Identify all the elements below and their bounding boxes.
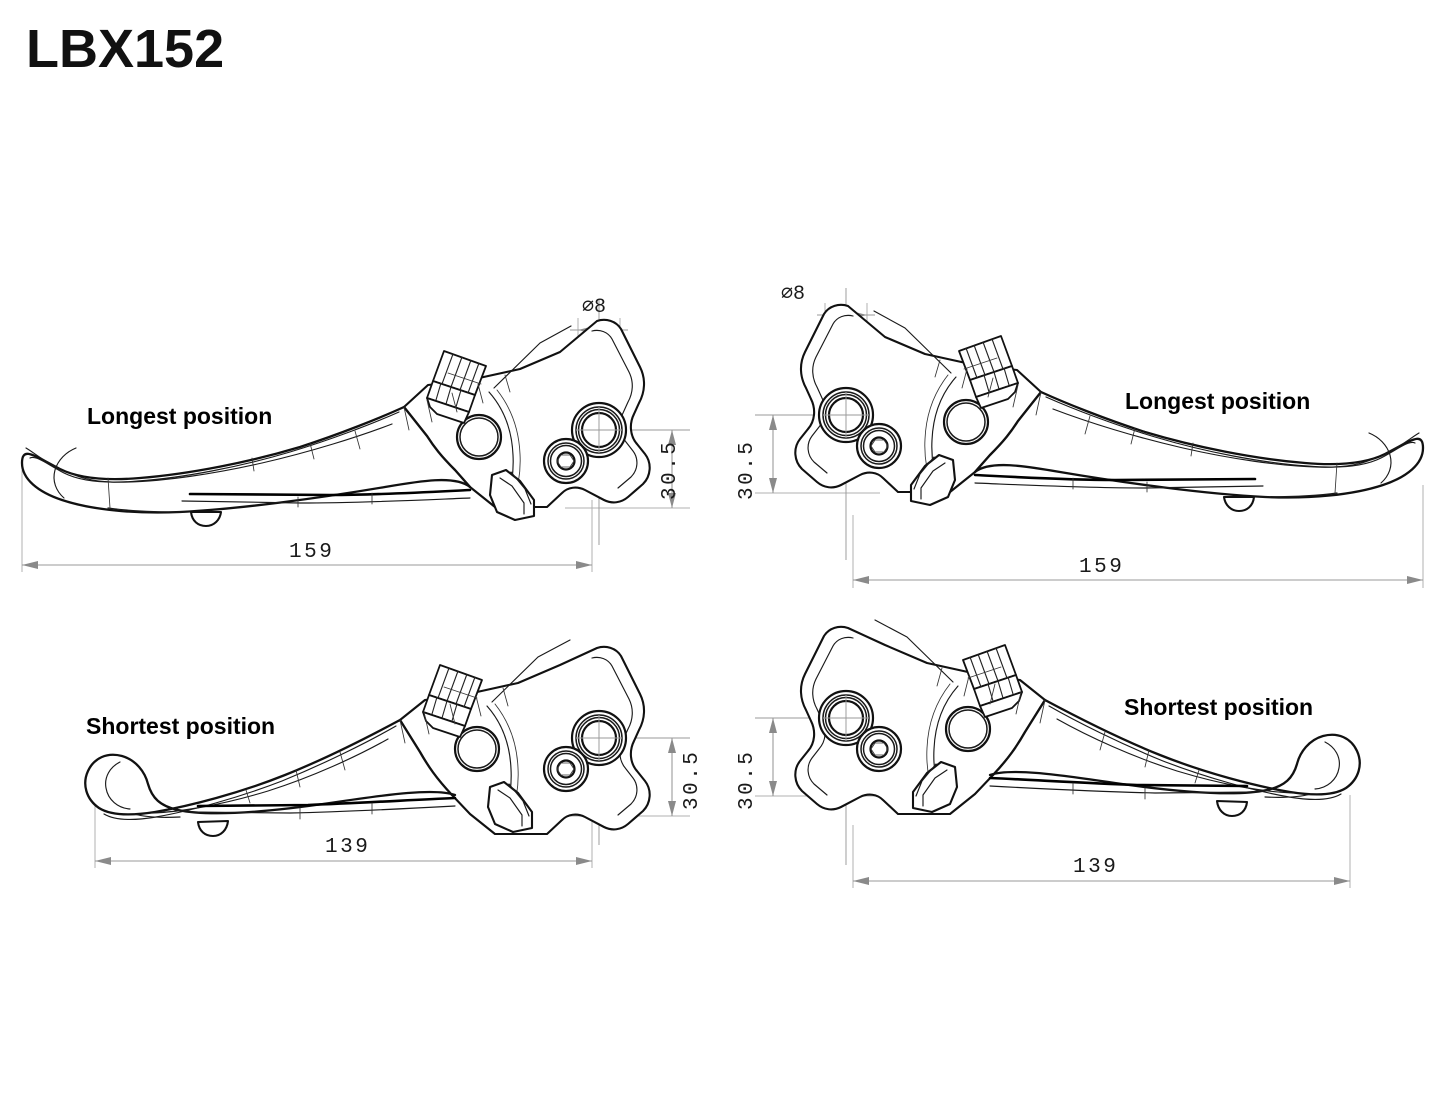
dimension-diameter-8-left: ⌀8	[582, 296, 607, 319]
blade-slot-line	[188, 488, 472, 497]
blade-slot-line-2	[187, 805, 456, 814]
label-longest-position-right: Longest position	[1125, 388, 1311, 414]
label-longest-position-left: Longest position	[87, 403, 273, 429]
blade-underside-bump	[1222, 495, 1256, 513]
blade-inner-line	[1056, 718, 1294, 794]
lever-boss-outer	[453, 725, 501, 773]
dimension-159-right: 159	[1079, 556, 1125, 579]
blade-bottom-edge	[1264, 793, 1312, 798]
blade-top-contour	[29, 411, 400, 483]
lever-boss-inner	[457, 729, 497, 769]
blade-inner-line	[69, 423, 393, 483]
perch-inner-contour	[807, 314, 854, 474]
dimension-139-right: 139	[1073, 856, 1119, 879]
blade-slot-line	[973, 473, 1257, 482]
lever-boss-outer	[944, 705, 992, 753]
dim-139-right-group	[852, 795, 1351, 888]
latch-tab	[488, 468, 536, 522]
dimension-diameter-8-right: ⌀8	[781, 283, 806, 306]
latch-tab-inner-2	[510, 471, 532, 505]
adjuster-hub-ring3	[549, 752, 583, 786]
dimension-159-left: 159	[289, 541, 335, 564]
latch-tab	[909, 453, 957, 507]
lever-top-right	[755, 288, 1425, 588]
blade-top-contour	[1048, 705, 1342, 800]
lever-blade	[973, 390, 1425, 499]
hex-socket-facet	[556, 454, 575, 468]
blade-tip-curve	[1368, 432, 1392, 484]
page-title: LBX152	[26, 19, 225, 79]
adjuster-knob	[962, 644, 1023, 718]
latch-tab-inner	[920, 462, 946, 500]
lever-boss-outer	[455, 413, 503, 461]
latch-tab-inner	[497, 789, 523, 827]
blade-top-contour	[103, 725, 397, 820]
perch-fold-line	[493, 325, 572, 389]
blade-underside-bump	[196, 819, 230, 838]
hex-socket-facet	[556, 762, 575, 776]
blade-bottom-edge	[107, 507, 186, 513]
blade-tip-curve	[105, 761, 131, 810]
hex-socket-facet	[870, 742, 889, 756]
blade-slot-line	[196, 796, 457, 808]
adjuster-hub-ring3	[862, 429, 896, 463]
lever-blade	[20, 405, 472, 514]
dimension-305-bottom-right: 30.5	[736, 749, 759, 810]
perch-fold-line	[491, 639, 571, 703]
blade-slot-line-2	[974, 482, 1264, 489]
label-shortest-position-right: Shortest position	[1124, 694, 1314, 720]
adjuster-hub-ring2	[547, 750, 585, 788]
blade-inner-line	[151, 738, 389, 814]
latch-tab-inner	[922, 769, 948, 807]
lever-boss-inner	[946, 402, 986, 442]
lever-boss-inner	[948, 709, 988, 749]
latch-tab-inner-2	[915, 763, 937, 797]
dim-159-left-group	[21, 470, 593, 572]
blade-tip-curve	[53, 447, 77, 499]
blade-bottom-edge	[1259, 492, 1338, 498]
lever-bottom-right	[755, 619, 1361, 888]
blade-slot-line	[988, 776, 1249, 788]
adjuster-hub-ring2	[547, 442, 585, 480]
adjuster-knob	[426, 350, 487, 424]
perch-fold-line	[874, 619, 954, 683]
label-shortest-position-left: Shortest position	[86, 713, 276, 739]
blade-inner-line	[1052, 408, 1376, 468]
lever-boss-inner	[459, 417, 499, 457]
latch-tab-inner-2	[913, 456, 935, 490]
latch-tab-inner	[499, 477, 525, 515]
adjuster-hub-ring2	[860, 730, 898, 768]
perch-fold-line	[873, 310, 952, 374]
blade-tip-curve	[1314, 741, 1340, 790]
latch-tab-inner-2	[508, 783, 530, 817]
blade-underside-bump	[1215, 799, 1249, 818]
blade-slot-line-2	[181, 497, 471, 504]
latch-tab	[486, 780, 534, 834]
perch-inner-contour	[591, 329, 638, 489]
adjuster-knob	[422, 664, 483, 738]
blade-bottom-edge	[133, 813, 181, 818]
adjuster-hub-ring2	[860, 427, 898, 465]
adjuster-hub-ring3	[549, 444, 583, 478]
lever-bottom-left	[84, 639, 690, 868]
lever-top-left	[20, 300, 690, 572]
adjuster-hub-ring3	[862, 732, 896, 766]
adjuster-knob	[958, 335, 1019, 409]
latch-tab	[911, 760, 959, 814]
blade-slot-line-2	[989, 785, 1258, 794]
lever-boss-outer	[942, 398, 990, 446]
dim-159-right-group	[852, 485, 1424, 588]
dimension-139-left: 139	[325, 836, 371, 859]
blade-top-contour	[1045, 396, 1416, 468]
blade-underside-bump	[189, 510, 223, 528]
hex-socket-facet	[870, 439, 889, 453]
